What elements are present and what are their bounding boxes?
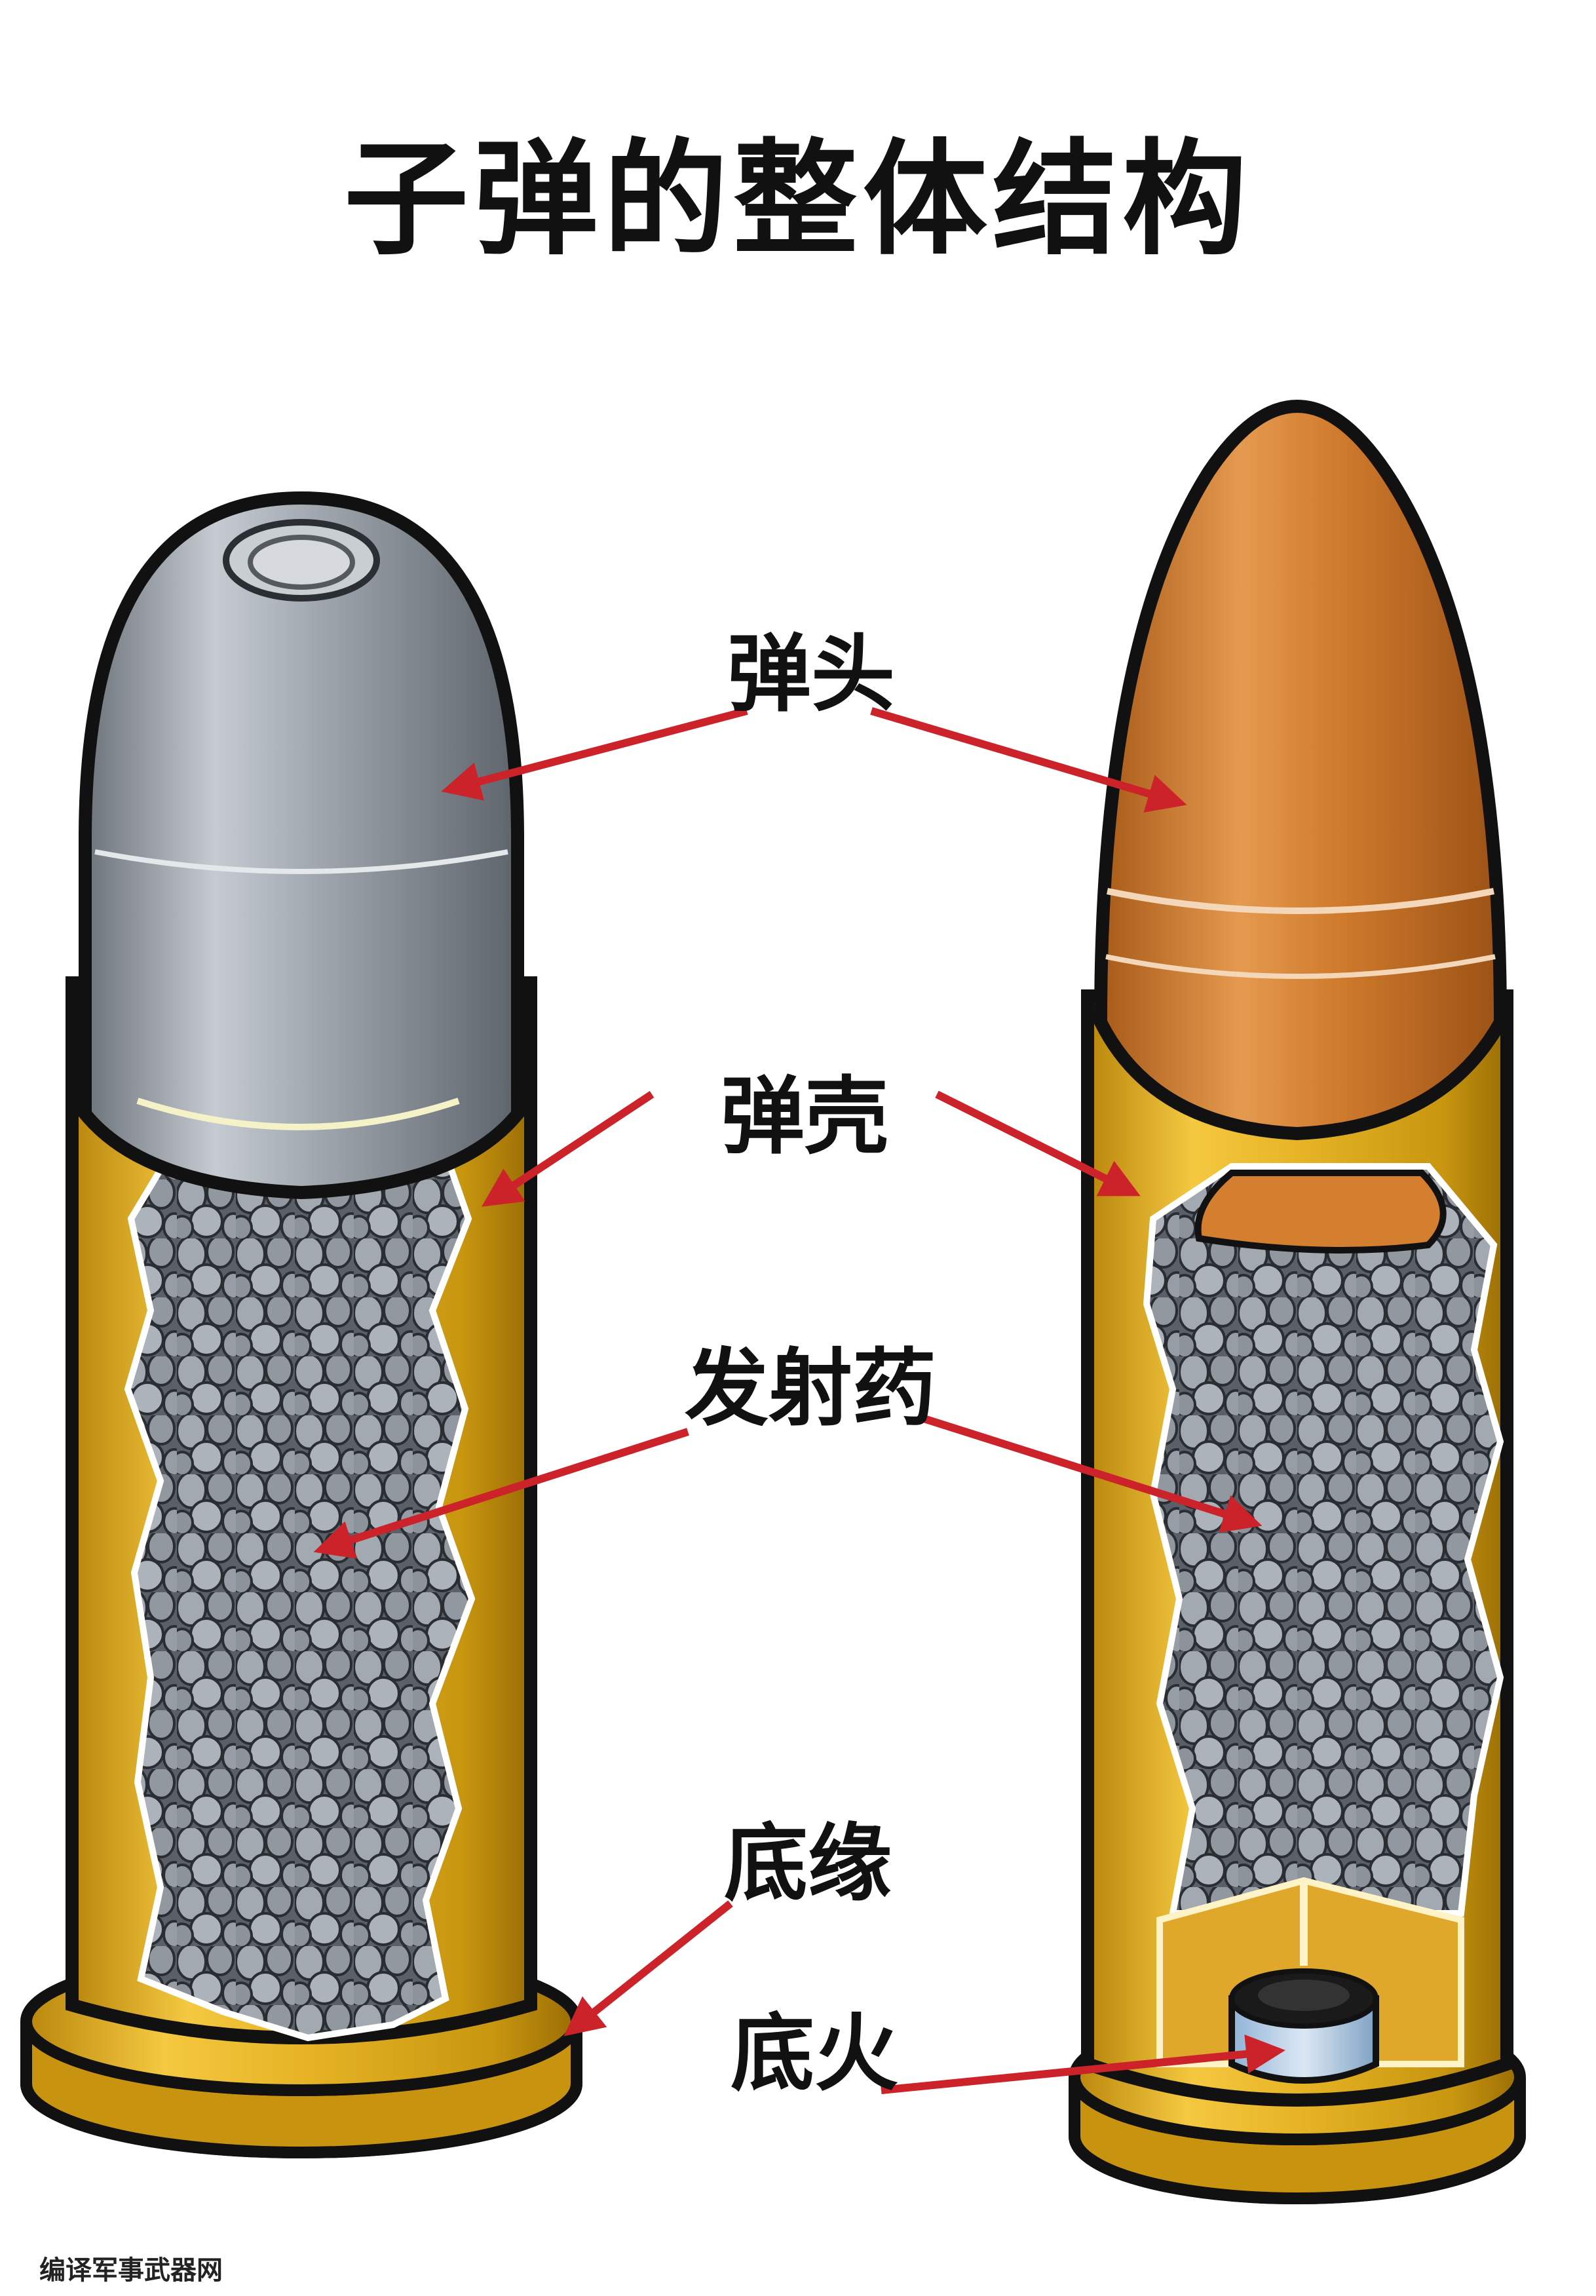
arrow-propellant-right — [922, 1415, 1263, 1533]
right-cartridge — [1069, 400, 1526, 2204]
arrow-case-right — [935, 1090, 1141, 1196]
right-copper-bullet — [1093, 400, 1508, 1141]
watermark: 编译军事武器网 — [39, 2255, 223, 2286]
left-cartridge — [20, 491, 582, 2158]
left-lead-bullet — [79, 491, 524, 1200]
label-case: 弹壳 — [721, 1068, 889, 1166]
label-bullet: 弹头 — [727, 626, 896, 723]
arrow-rim-left — [563, 1900, 733, 2037]
right-primer-chamber — [1156, 1877, 1464, 2084]
right-bullet-base-exposed — [1194, 1170, 1447, 1253]
arrow-bullet-left — [441, 707, 748, 801]
arrow-primer-right — [881, 2034, 1285, 2094]
label-primer: 底火 — [731, 2005, 899, 2103]
arrow-bullet-right — [870, 707, 1187, 813]
label-rim: 底缘 — [724, 1815, 892, 1913]
hollow-point-icon — [223, 519, 380, 602]
primer-cup-icon — [1228, 1968, 1379, 2084]
right-bullet-groove-1 — [1106, 888, 1494, 914]
right-bullet-groove-2 — [1105, 954, 1496, 979]
annotation-arrows — [313, 707, 1285, 2094]
label-propellant: 发射药 — [685, 1340, 937, 1438]
left-bullet-groove — [94, 849, 508, 874]
arrow-propellant-left — [313, 1428, 689, 1559]
arrow-case-left — [481, 1090, 655, 1207]
left-bullet-base-band — [136, 1098, 460, 1130]
left-powder-cutaway — [124, 1150, 476, 2042]
page-title: 子弹的整体结构 — [343, 127, 1252, 272]
right-powder-cutaway — [1143, 1163, 1504, 1917]
